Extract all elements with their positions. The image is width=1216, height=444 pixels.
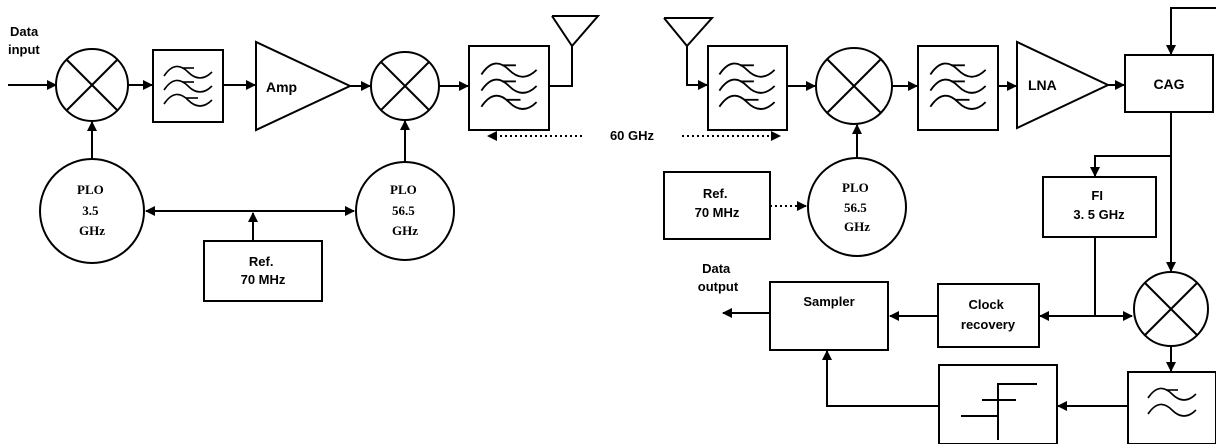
rx-fi-box: FI 3. 5 GHz [1042, 176, 1157, 238]
rx-antenna-icon [663, 17, 715, 48]
tx-antenna-feed [549, 46, 573, 87]
rx-lna: LNA [1016, 40, 1111, 130]
rx-ref-70mhz-box: Ref. 70 MHz [663, 171, 771, 240]
tx-ref-70mhz-box: Ref. 70 MHz [203, 240, 323, 302]
rx-lowpass-filter [1127, 371, 1216, 444]
tx-filter-2 [468, 45, 550, 131]
rx-sampler-box: Sampler [769, 281, 889, 351]
tx-plo-56-5-label: PLO 56.5 GHz [390, 182, 420, 238]
tx-plo-3-5-label: PLO 3.5 GHz [77, 182, 107, 238]
fi-label: FI 3. 5 GHz [1073, 188, 1125, 222]
rx-cag-box: CAG [1124, 54, 1214, 113]
rx-arrow-comparator-sampler [822, 350, 939, 407]
clock-recovery-label: Clock recovery [961, 297, 1016, 332]
tx-ref-label: Ref. 70 MHz [241, 254, 286, 287]
rx-clock-recovery-box: Clock recovery [937, 283, 1040, 348]
cag-label: CAG [1153, 76, 1184, 92]
rx-mixer-2 [1133, 271, 1209, 347]
sampler-label: Sampler [803, 294, 854, 309]
data-input-label-line2: input [8, 42, 40, 57]
tx-filter-1 [152, 49, 224, 123]
amp-label: Amp [266, 79, 297, 95]
data-output-label: Data output [698, 261, 739, 294]
rx-cag-feedback-arrow [1166, 7, 1216, 55]
rx-comparator-box [938, 364, 1058, 444]
tx-plo-3-5: PLO 3.5 GHz [39, 158, 145, 264]
rx-filter-1 [707, 45, 788, 131]
rx-mixer-1 [815, 47, 893, 125]
tx-antenna-icon [551, 15, 601, 48]
tx-mixer-2 [370, 51, 440, 121]
rx-arrow-cag-fi [1090, 112, 1172, 177]
data-input-label: Data input [8, 24, 42, 57]
tx-amplifier: Amp [255, 40, 353, 132]
link-frequency-label: 60 GHz [610, 128, 655, 143]
transmitter-chain: Data input Amp [8, 15, 601, 302]
lna-label: LNA [1028, 77, 1057, 93]
rx-plo-label: PLO 56.5 GHz [842, 180, 872, 234]
rx-antenna-feed [686, 46, 708, 90]
rx-ref-label: Ref. 70 MHz [695, 186, 740, 220]
wireless-link: 60 GHz [487, 128, 781, 143]
receiver-chain: LNA CAG Ref. 70 MHz PLO 56.5 GHz [663, 7, 1216, 444]
data-input-label-line1: Data [10, 24, 39, 39]
tx-plo-56-5: PLO 56.5 GHz [355, 161, 455, 261]
tx-mixer-1 [55, 48, 129, 122]
rx-filter-2 [917, 45, 999, 131]
rx-plo-56-5: PLO 56.5 GHz [807, 157, 907, 257]
